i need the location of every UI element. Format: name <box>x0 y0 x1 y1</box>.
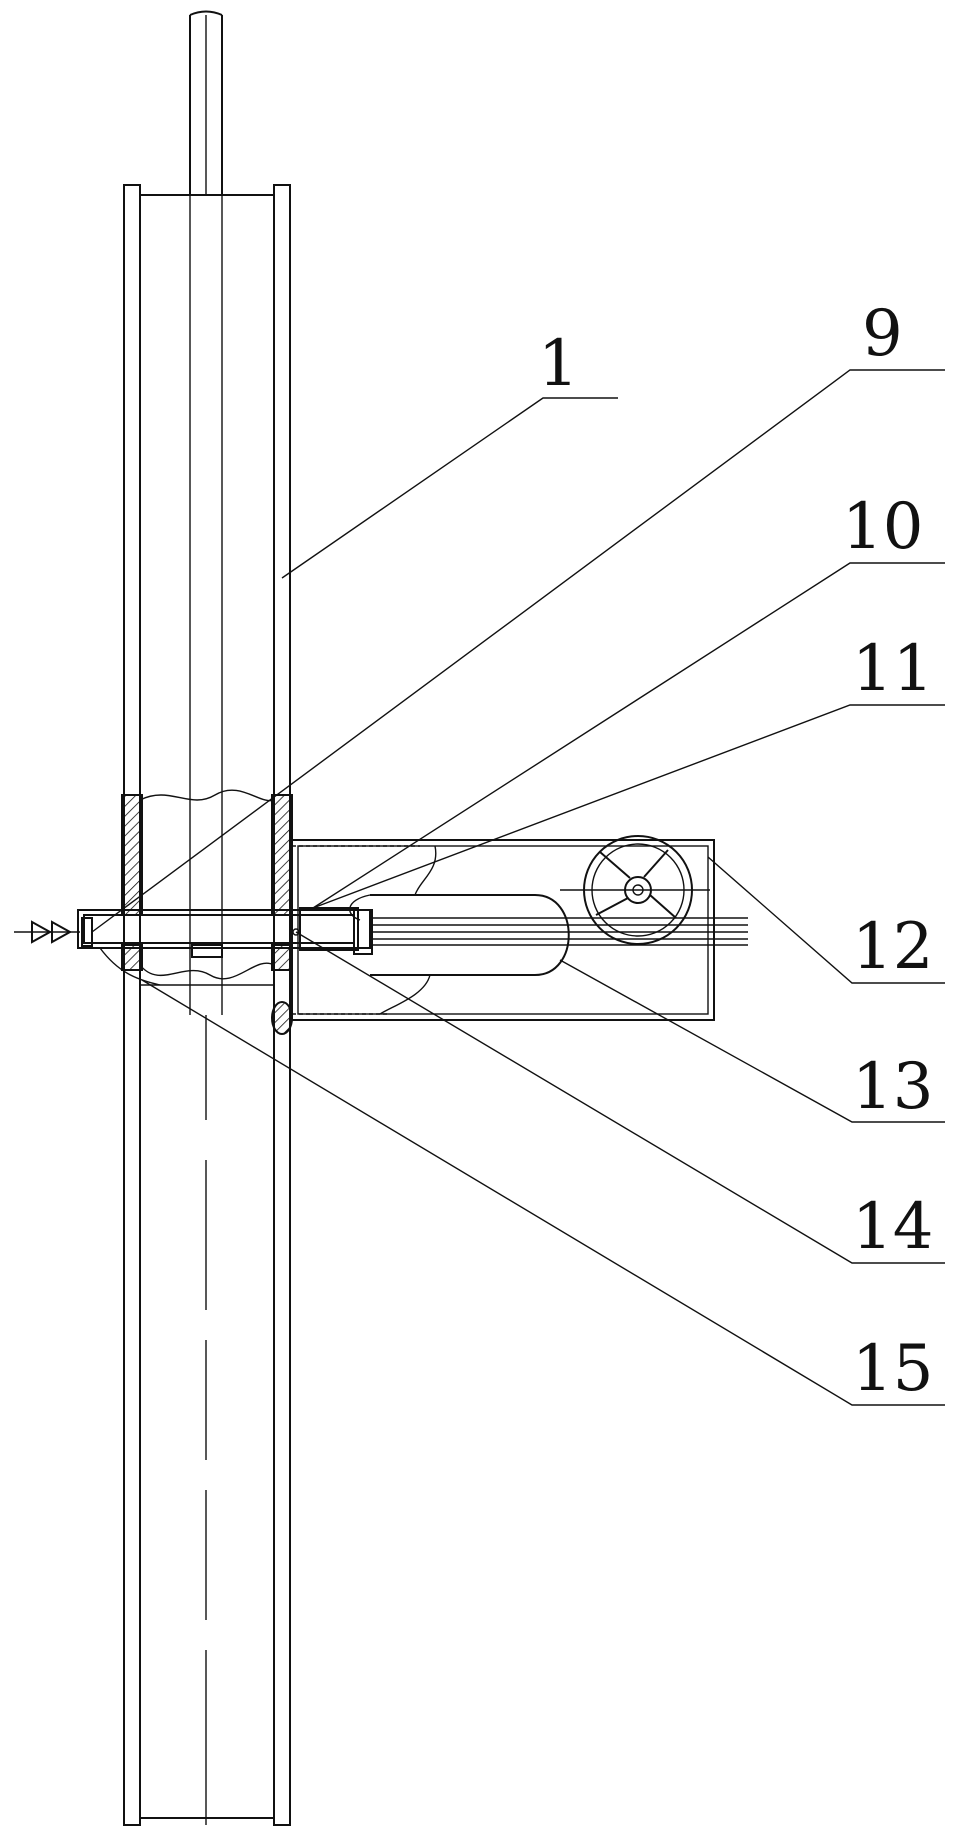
horizontal-pin <box>77 907 373 958</box>
label-14: 14 <box>852 1190 933 1264</box>
reference-numerals: 1 9 10 11 12 13 14 15 <box>538 297 933 1406</box>
label-9: 9 <box>862 297 903 371</box>
top-rod <box>189 10 223 195</box>
screw-rods <box>370 917 748 946</box>
housing <box>291 839 715 1021</box>
leader-lines <box>91 369 945 1406</box>
handwheel <box>560 835 710 945</box>
label-11: 11 <box>852 632 933 706</box>
left-bolt <box>14 917 161 986</box>
label-13: 13 <box>852 1050 933 1124</box>
label-1: 1 <box>538 327 579 401</box>
label-10: 10 <box>842 490 923 564</box>
break-lines <box>139 789 275 986</box>
label-12: 12 <box>852 910 933 984</box>
main-tube <box>123 184 291 1826</box>
clamp-body <box>349 894 570 976</box>
label-15: 15 <box>852 1332 933 1406</box>
